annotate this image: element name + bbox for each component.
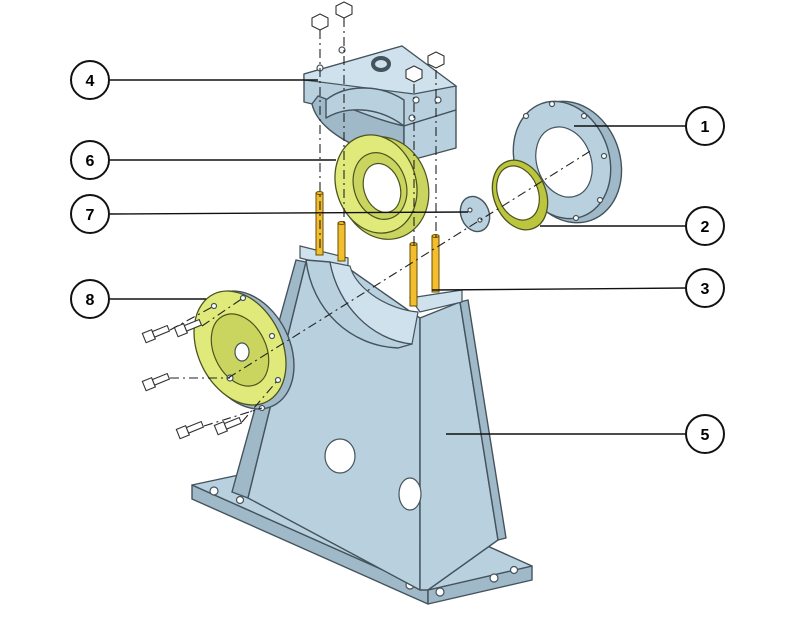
- seal-ring: [491, 159, 549, 231]
- leader-lines: [109, 79, 687, 435]
- callout-8-label: 8: [86, 292, 95, 309]
- callout-7-label: 7: [86, 207, 95, 224]
- callout-5: 5: [685, 414, 725, 454]
- callout-2: 2: [685, 206, 725, 246]
- callout-6-label: 6: [86, 153, 95, 170]
- housing-cap: [303, 45, 458, 163]
- callout-3-label: 3: [701, 281, 710, 298]
- front-cover: [193, 290, 295, 412]
- pedestal-body: [231, 245, 507, 591]
- callout-6: 6: [70, 140, 110, 180]
- callout-4-label: 4: [86, 73, 95, 90]
- cover-bolts: [141, 318, 243, 440]
- roller-bearing: [334, 134, 430, 240]
- small-disc: [459, 195, 491, 233]
- callout-7: 7: [70, 194, 110, 234]
- callout-3: 3: [685, 268, 725, 308]
- callout-1-label: 1: [701, 119, 710, 136]
- callout-1: 1: [685, 106, 725, 146]
- callout-2-label: 2: [701, 219, 710, 236]
- callout-8: 8: [70, 279, 110, 319]
- cap-nuts: [311, 1, 445, 83]
- callout-5-label: 5: [701, 427, 710, 444]
- callout-4: 4: [70, 60, 110, 100]
